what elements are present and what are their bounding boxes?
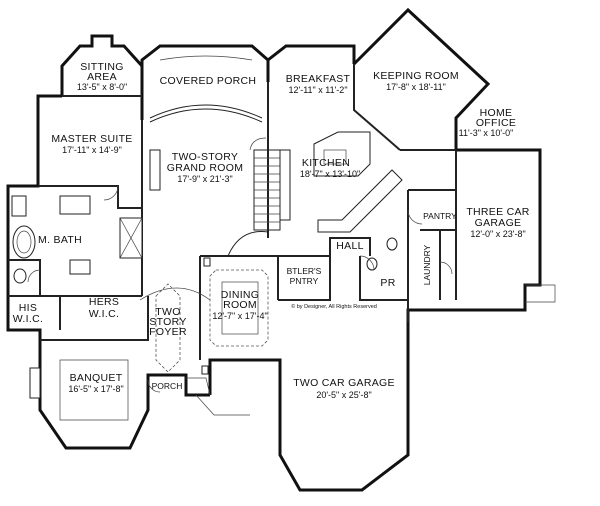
his-wic-name-2: W.I.C. (13, 313, 43, 325)
m-bath-name: M. BATH (38, 234, 82, 246)
hers-wic-name-1: HERS (89, 296, 119, 308)
room-labels: SITTING AREA 13'-5" x 8'-0" COVERED PORC… (13, 61, 530, 400)
banquet-dim: 16'-5" x 17'-8" (68, 384, 123, 394)
breakfast-dim: 12'-11" x 11'-2" (288, 85, 347, 95)
ceiling-details (29, 149, 269, 421)
banquet-name: BANQUET (70, 372, 123, 384)
copyright-note: © by Designer, All Rights Reserved (291, 303, 377, 310)
hers-wic-name-2: W.I.C. (89, 308, 119, 320)
pantry-name: PANTRY (423, 211, 457, 221)
home-office-dim: 11'-3" x 10'-0" (459, 128, 514, 138)
sitting-area-name-2: AREA (87, 71, 117, 83)
home-office-name-1: HOME (480, 107, 513, 119)
laundry-name: LAUNDRY (422, 244, 432, 285)
stairs (249, 137, 281, 231)
two-car-garage-dim: 20'-5" x 25'-8" (316, 390, 371, 400)
master-suite-name: MASTER SUITE (51, 133, 132, 145)
bath-fixtures (11, 195, 398, 284)
foyer-name-2: STORY (149, 316, 186, 328)
kitchen-dim: 18'-7" x 13'-10" (300, 169, 360, 179)
keeping-room-name: KEEPING ROOM (373, 70, 459, 82)
three-car-garage-name-1: THREE CAR (466, 206, 529, 218)
master-suite-dim: 17'-11" x 14'-9" (62, 145, 122, 155)
interior-walls (8, 64, 457, 360)
keeping-room-dim: 17'-8" x 18'-11" (386, 82, 446, 92)
covered-porch-name: COVERED PORCH (160, 75, 257, 87)
dining-room-dim: 12'-7" x 17'-4" (212, 311, 267, 321)
sitting-area-name-1: SITTING (80, 61, 124, 73)
kitchen-fixtures (279, 131, 403, 233)
hall-name: HALL (336, 240, 363, 252)
dining-room-name-2: ROOM (223, 299, 257, 311)
foyer-name-3: FOYER (149, 326, 187, 338)
kitchen-name: KITCHEN (302, 157, 350, 169)
breakfast-name: BREAKFAST (286, 73, 351, 85)
three-car-garage-dim: 12'-0" x 23'-8" (470, 229, 525, 239)
pr-name: PR (380, 277, 395, 289)
his-wic-name-1: HIS (19, 302, 37, 314)
foyer-name-1: TWO (155, 306, 180, 318)
sitting-area-dim: 13'-5" x 8'-0" (77, 82, 127, 92)
dining-room-name-1: DINING (221, 289, 260, 301)
grand-room-name-2: GRAND ROOM (167, 162, 244, 174)
btlers-pntry-name-2: PNTRY (290, 276, 319, 286)
btlers-pntry-name-1: BTLER'S (287, 266, 322, 276)
porch-name: PORCH (152, 381, 183, 391)
grand-room-dim: 17'-9" x 21'-3" (177, 174, 232, 184)
three-car-garage-name-2: GARAGE (475, 217, 522, 229)
doors (27, 185, 556, 416)
two-car-garage-name: TWO CAR GARAGE (293, 377, 395, 389)
arched-openings (149, 55, 269, 257)
home-office-name-2: OFFICE (476, 117, 516, 129)
grand-room-name-1: TWO-STORY (172, 151, 238, 163)
